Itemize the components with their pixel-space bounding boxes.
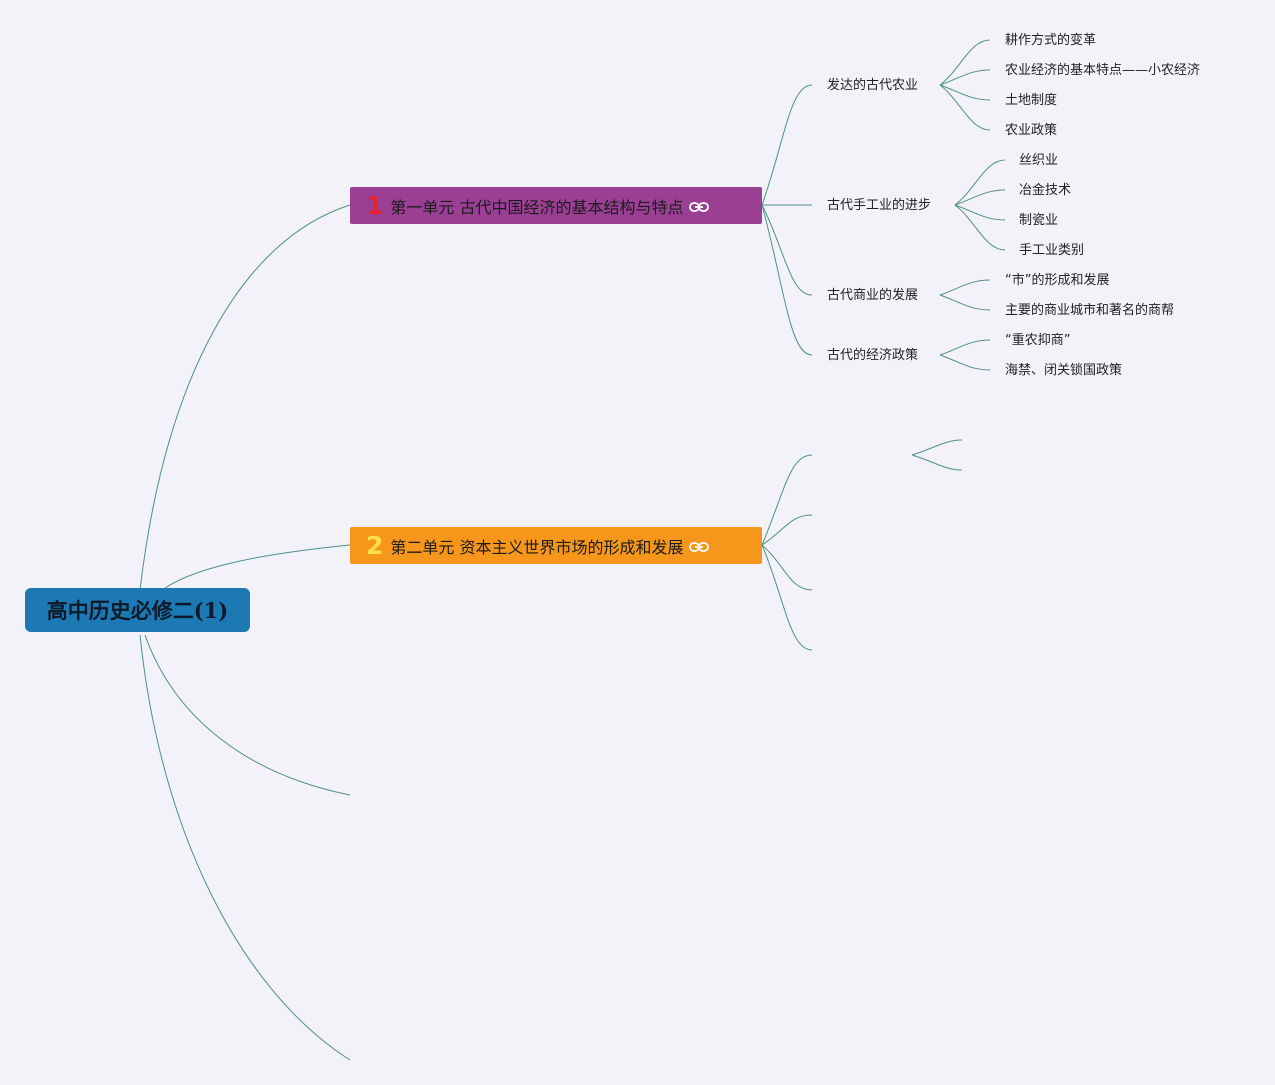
connector-root-branch-4 [139,634,351,1061]
subtopic-agriculture[interactable]: 发达的古代农业 [827,78,919,93]
leaf-topic[interactable]: 冶金技术 [1019,183,1072,198]
leaf-topic[interactable]: “市”的形成和发展 [1005,273,1110,288]
leaf-topic[interactable]: 丝织业 [1019,153,1059,168]
branch-number-badge: 1 [366,191,384,220]
leaf-topic[interactable]: 土地制度 [1005,93,1058,108]
connector-b2-c2 [761,514,813,546]
branch-topic-unit-1[interactable]: 1 第一单元 古代中国经济的基本结构与特点 [350,187,762,224]
connector-b2-c1 [761,454,813,546]
connector-root-branch-2 [164,544,351,589]
connector-c2-l2 [954,189,1006,206]
subtopic-commerce[interactable]: 古代商业的发展 [827,288,919,303]
link-icon[interactable] [688,199,710,213]
connector-c4-l1 [939,339,991,356]
leaf-topic[interactable]: 制瓷业 [1019,213,1059,228]
connector-root-branch-1 [139,204,351,591]
root-topic-label: 高中历史必修二(1) [46,598,229,623]
leaf-topic[interactable]: “重农抑商” [1005,333,1071,348]
branch-topic-label: 第一单元 古代中国经济的基本结构与特点 [390,197,684,217]
connector-c1-l4 [939,84,991,131]
connector-c2-l1 [954,159,1006,206]
subtopic-economic-policy[interactable]: 古代的经济政策 [827,348,919,363]
leaf-topic[interactable]: 手工业类别 [1019,243,1085,258]
connector-b2-c4 [761,544,813,651]
connector-c2-l3 [954,204,1006,221]
connector-b2-c3 [761,544,813,591]
leaf-topic[interactable]: 主要的商业城市和著名的商帮 [1005,303,1175,318]
connector-orphan-l1 [911,439,963,456]
connector-orphan-l2 [911,454,963,471]
subtopic-handicraft[interactable]: 古代手工业的进步 [827,198,932,213]
connector-b1-c1 [761,84,813,206]
connector-c3-l1 [939,279,991,296]
leaf-topic[interactable]: 耕作方式的变革 [1005,33,1097,48]
leaf-topic[interactable]: 海禁、闭关锁国政策 [1005,363,1123,378]
connector-c1-l1 [939,39,991,86]
branch-topic-label: 第二单元 资本主义世界市场的形成和发展 [390,537,684,557]
leaf-topic[interactable]: 农业政策 [1005,123,1058,138]
connector-root-branch-3 [144,634,351,796]
connector-c3-l2 [939,294,991,311]
link-icon[interactable] [688,539,710,553]
connector-b1-c4 [761,204,813,356]
branch-number-badge: 2 [366,531,384,560]
connector-c1-l3 [939,84,991,101]
leaf-topic[interactable]: 农业经济的基本特点——小农经济 [1005,63,1201,78]
root-topic[interactable]: 高中历史必修二(1) [25,588,250,632]
connector-c1-l2 [939,69,991,86]
connector-b1-c3 [761,204,813,296]
connector-c4-l2 [939,354,991,371]
connector-c2-l4 [954,204,1006,251]
branch-topic-unit-2[interactable]: 2 第二单元 资本主义世界市场的形成和发展 [350,527,762,564]
